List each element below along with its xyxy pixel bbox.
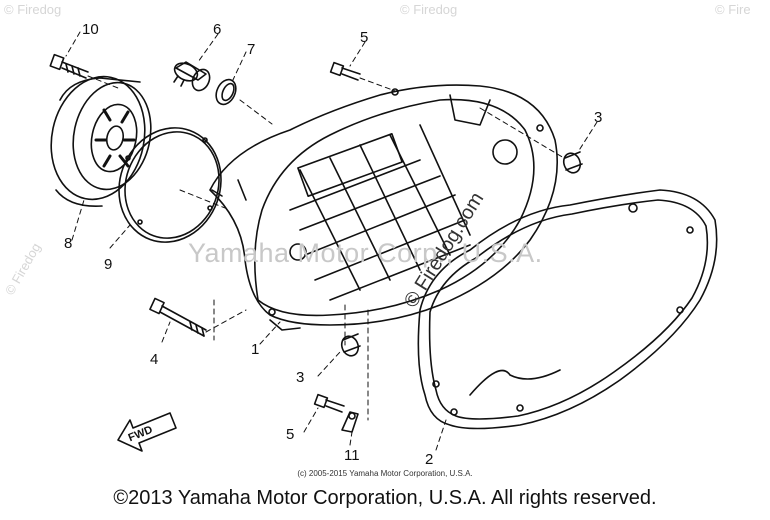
part-11-clamp [341, 411, 359, 433]
watermark-corner-top-mid: © Firedog [400, 2, 458, 17]
callout-5-upper: 5 [360, 29, 369, 46]
watermark-yamaha: Yamaha Motor Corp., U.S.A. [188, 238, 543, 268]
callout-5-lower: 5 [286, 426, 295, 443]
part-5-bolt-upper [329, 61, 361, 81]
copyright-small: (c) 2005-2015 Yamaha Motor Corporation, … [297, 469, 473, 478]
callout-3-lower: 3 [296, 369, 305, 386]
part-4-long-bolt [149, 297, 207, 337]
copyright-footer: ©2013 Yamaha Motor Corporation, U.S.A. A… [113, 487, 657, 509]
callout-3-upper: 3 [594, 109, 603, 126]
callout-6: 6 [213, 21, 222, 38]
part-10-bolt [49, 53, 89, 79]
watermark-corner-top-right: © Fire [715, 2, 751, 17]
callout-11: 11 [344, 447, 360, 464]
callout-7: 7 [247, 41, 256, 58]
part-7-oring [215, 78, 237, 106]
part-8-rotor [50, 75, 152, 207]
callout-2: 2 [425, 451, 434, 468]
callout-1: 1 [251, 341, 260, 358]
callout-9: 9 [104, 256, 113, 273]
callout-4: 4 [150, 351, 159, 368]
part-1-crankcase-cover [209, 84, 558, 331]
part-5-bolt-lower [313, 393, 345, 413]
part-9-gasket-ring [118, 127, 222, 243]
part-3-dowel-lower [340, 333, 361, 357]
callout-8: 8 [64, 235, 73, 252]
part-6-plug [173, 61, 211, 92]
part-3-dowel-upper [562, 151, 583, 174]
callout-10: 10 [82, 21, 99, 38]
fwd-arrow [117, 412, 177, 452]
watermark-corner-top-left: © Firedog [4, 2, 62, 17]
